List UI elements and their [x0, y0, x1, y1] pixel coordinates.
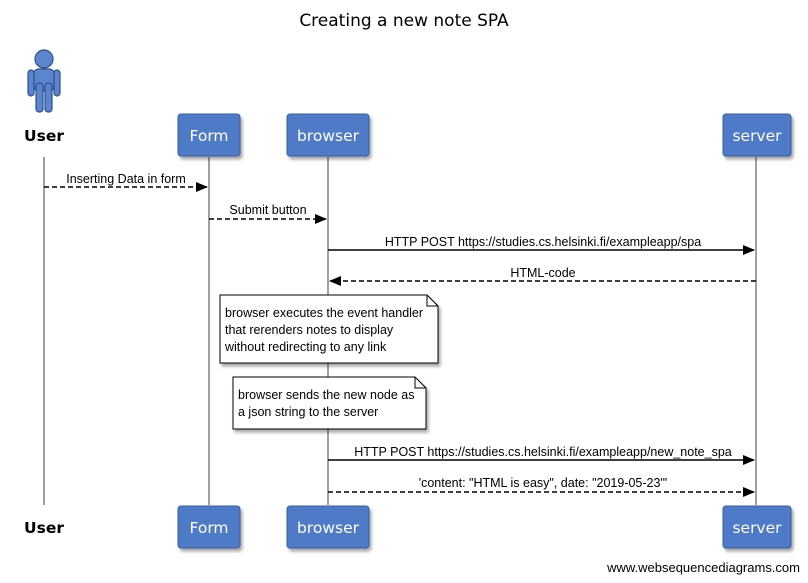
participant-form-top: Form — [177, 113, 241, 157]
message-label-2: Submit button — [229, 203, 306, 217]
participant-server-bottom: server — [722, 505, 792, 549]
note-1-line-3: without redirecting to any link — [224, 340, 387, 354]
participant-browser-top: browser — [286, 113, 370, 157]
participant-user-top: User — [24, 127, 64, 145]
participant-browser-bottom: browser — [286, 505, 370, 549]
note-1-line-2: that rerenders notes to display — [225, 323, 394, 337]
participant-browser-top-label: browser — [297, 127, 360, 145]
note-2: browser sends the new node as a json str… — [232, 376, 427, 430]
participant-form-bottom: Form — [177, 505, 241, 549]
participant-browser-bottom-label: browser — [297, 519, 360, 537]
note-1-line-1: browser executes the event handler — [225, 306, 423, 320]
note-1: browser executes the event handler that … — [219, 294, 439, 364]
participant-form-top-label: Form — [189, 127, 228, 145]
footer-link[interactable]: www.websequencediagrams.com — [606, 560, 800, 575]
user-actor-icon — [27, 49, 61, 113]
message-label-5: HTTP POST https://studies.cs.helsinki.fi… — [354, 445, 732, 459]
participant-server-top-label: server — [732, 127, 782, 145]
participant-form-bottom-label: Form — [189, 519, 228, 537]
message-label-3: HTTP POST https://studies.cs.helsinki.fi… — [385, 235, 701, 249]
participant-server-top: server — [722, 113, 792, 157]
note-2-line-2: a json string to the server — [238, 405, 378, 419]
participant-server-bottom-label: server — [732, 519, 782, 537]
message-label-1: Inserting Data in form — [66, 172, 186, 186]
message-label-4: HTML-code — [510, 266, 575, 280]
note-2-line-1: browser sends the new node as — [238, 388, 415, 402]
message-label-6: 'content: "HTML is easy", date: "2019-05… — [419, 476, 668, 490]
participant-user-bottom: User — [24, 519, 64, 537]
diagram-title: Creating a new note SPA — [299, 11, 509, 31]
